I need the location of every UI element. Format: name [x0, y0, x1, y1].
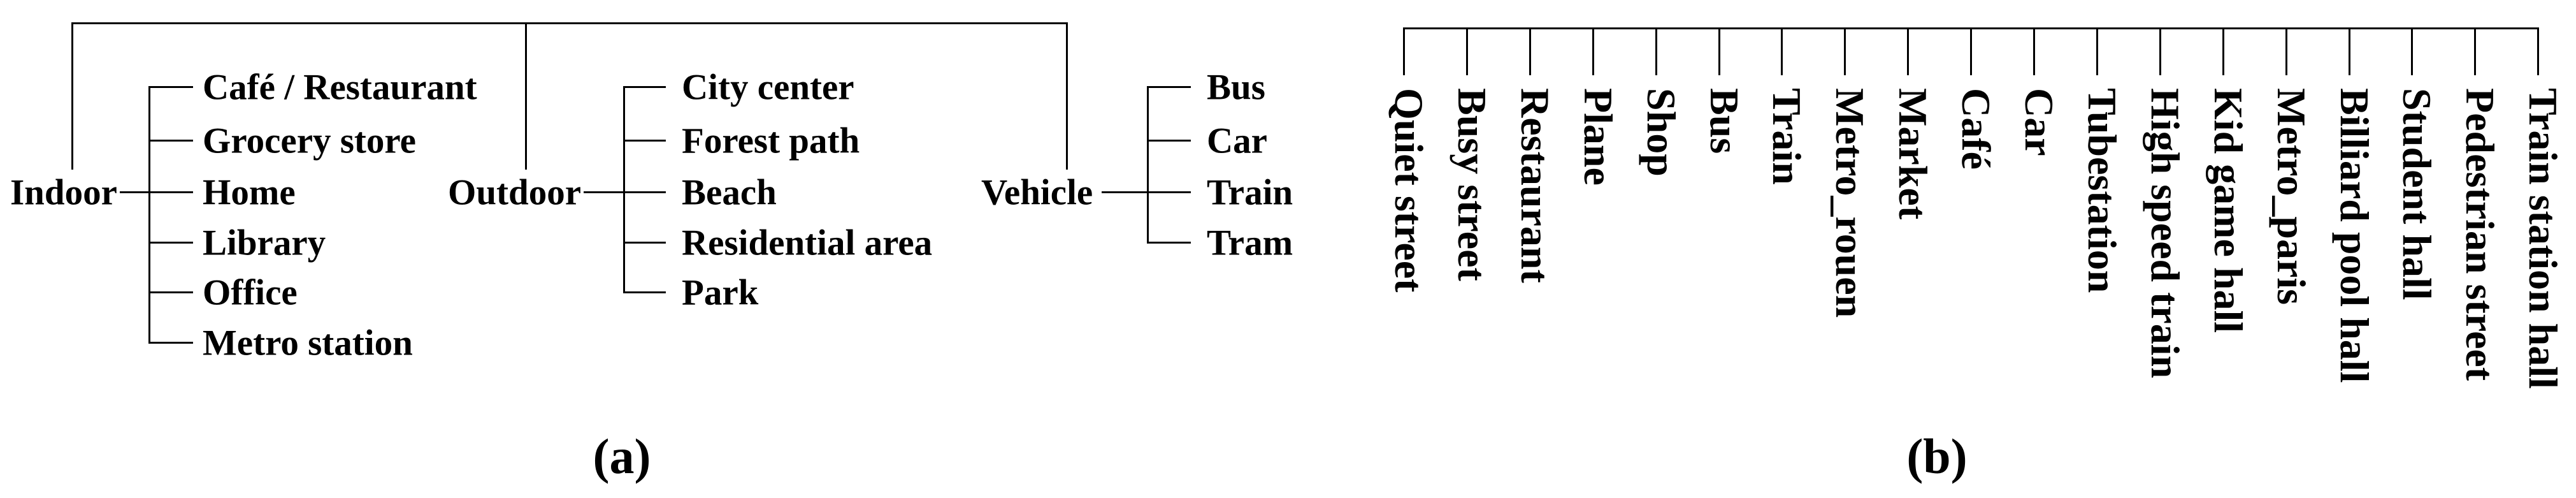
tree-parent-label: Indoor — [10, 172, 117, 213]
axis-tick — [2474, 27, 2476, 75]
axis-scene-label: Busy street — [1450, 88, 1495, 281]
tree-parent-label: Outdoor — [448, 172, 582, 213]
tree-child-tick — [148, 191, 193, 193]
axis-scene-label: Bus — [1702, 88, 1747, 154]
axis-scene-label: Café — [1954, 88, 1999, 170]
tree-parent-connector — [1102, 191, 1191, 193]
axis-tick — [1529, 27, 1531, 75]
tree-child-tick — [1147, 242, 1191, 244]
axis-scene-label: Car — [2017, 88, 2062, 156]
axis-scene-label: Kid game hall — [2206, 88, 2251, 333]
axis-tick — [1781, 27, 1783, 75]
tree-drop-line — [1066, 22, 1068, 170]
axis-tick — [2349, 27, 2350, 75]
tree-child-label: Grocery store — [203, 121, 416, 161]
axis-tick — [1403, 27, 1405, 75]
tree-child-tick — [623, 140, 666, 142]
axis-tick — [2285, 27, 2287, 75]
tree-child-label: Library — [203, 223, 326, 263]
tree-child-tick — [148, 242, 193, 244]
tree-spine — [1147, 86, 1149, 244]
axis-scene-label: Metro_paris — [2269, 88, 2314, 305]
axis-scene-label: Train — [1764, 88, 1810, 185]
axis-tick — [2033, 27, 2035, 75]
tree-parent-label: Vehicle — [981, 172, 1093, 213]
axis-scene-label: Market — [1890, 88, 1936, 220]
tree-spine — [623, 86, 625, 293]
tree-child-label: City center — [682, 67, 854, 108]
axis-scene-label: Pedestrian street — [2457, 88, 2503, 381]
tree-child-label: Home — [203, 172, 296, 213]
tree-top-line — [71, 22, 1067, 24]
tree-child-label: Tram — [1207, 223, 1293, 263]
tree-spine — [148, 86, 150, 344]
axis-tick — [1592, 27, 1594, 75]
axis-tick — [2222, 27, 2224, 75]
axis-tick — [2159, 27, 2161, 75]
axis-tick — [1466, 27, 1468, 75]
axis-scene-label: Metro_rouen — [1827, 88, 1873, 318]
axis-scene-label: Student hall — [2394, 88, 2440, 300]
tree-child-tick — [623, 86, 666, 88]
axis-tick — [2096, 27, 2098, 75]
panel-b-caption: (b) — [1906, 428, 1968, 484]
tree-child-tick — [148, 140, 193, 142]
tree-child-label: Residential area — [682, 223, 933, 263]
axis-scene-label: Shop — [1639, 88, 1684, 177]
axis-scene-label: Billiard pool hall — [2332, 88, 2377, 383]
tree-child-tick — [623, 291, 666, 293]
tree-child-label: Park — [682, 272, 759, 313]
tree-child-tick — [1147, 140, 1191, 142]
tree-child-tick — [148, 342, 193, 344]
panel-a-caption: (a) — [593, 428, 651, 484]
tree-child-tick — [148, 86, 193, 88]
axis-scene-label: Plane — [1576, 88, 1621, 186]
tree-child-label: Forest path — [682, 121, 860, 161]
tree-child-tick — [1147, 191, 1191, 193]
axis-tick — [2411, 27, 2413, 75]
tree-child-tick — [623, 191, 666, 193]
tree-child-label: Metro station — [203, 323, 413, 363]
axis-scene-label: Quiet street — [1386, 88, 1432, 293]
axis-tick — [2537, 27, 2539, 75]
tree-drop-line — [71, 22, 73, 170]
axis-tick — [1970, 27, 1972, 75]
tree-child-tick — [623, 242, 666, 244]
axis-tick — [1907, 27, 1909, 75]
axis-scene-label: Train station hall — [2521, 88, 2566, 389]
axis-scene-label: Tubestation — [2080, 88, 2125, 293]
axis-scene-label: High speed train — [2143, 88, 2188, 379]
tree-drop-line — [525, 22, 527, 170]
tree-child-label: Train — [1207, 172, 1293, 213]
axis-scene-label: Restaurant — [1513, 88, 1558, 283]
tree-child-label: Beach — [682, 172, 777, 213]
axis-tick — [1718, 27, 1720, 75]
tree-child-label: Office — [203, 272, 298, 313]
tree-child-tick — [148, 291, 193, 293]
tree-child-label: Bus — [1207, 67, 1265, 108]
tree-child-label: Café / Restaurant — [203, 67, 477, 108]
axis-tick — [1655, 27, 1657, 75]
tree-child-tick — [1147, 86, 1191, 88]
tree-child-label: Car — [1207, 121, 1267, 161]
axis-tick — [1844, 27, 1846, 75]
